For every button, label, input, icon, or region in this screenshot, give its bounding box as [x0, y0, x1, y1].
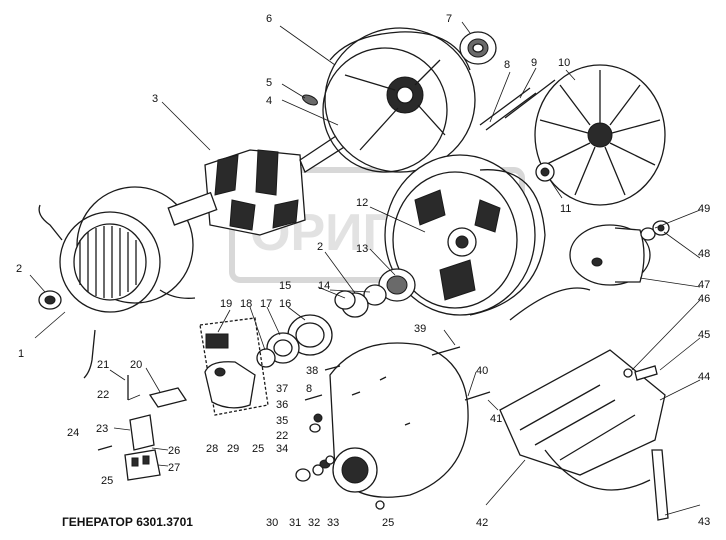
label-48: 48 [698, 248, 710, 260]
label-16: 16 [279, 298, 291, 310]
part-voltage-regulator [97, 375, 188, 481]
label-10: 10 [558, 57, 570, 69]
label-32: 32 [308, 517, 320, 529]
label-41: 41 [490, 413, 502, 425]
label-25a: 25 [101, 475, 113, 487]
label-34: 34 [276, 443, 288, 455]
label-27: 27 [168, 462, 180, 474]
label-36: 36 [276, 399, 288, 411]
label-29: 29 [227, 443, 239, 455]
label-18: 18 [240, 298, 252, 310]
label-6: 6 [266, 13, 272, 25]
diagram-title: ГЕНЕРАТОР 6301.3701 [62, 515, 193, 529]
label-31: 31 [289, 517, 301, 529]
label-9: 9 [531, 57, 537, 69]
watermark-logo: ОРИГ [229, 167, 525, 283]
label-35: 35 [276, 415, 288, 427]
label-25c: 25 [382, 517, 394, 529]
part-number-labels: 2 1 3 4 5 6 7 8 9 10 11 12 2 13 14 15 16… [16, 13, 710, 529]
label-40: 40 [476, 365, 488, 377]
label-7: 7 [446, 13, 452, 25]
label-14: 14 [318, 280, 330, 292]
label-44: 44 [698, 371, 710, 383]
label-24: 24 [67, 427, 79, 439]
part-fasteners [295, 346, 491, 510]
part-bracket-bolts [623, 365, 669, 521]
label-37: 37 [276, 383, 288, 395]
label-5: 5 [266, 77, 272, 89]
label-33: 33 [327, 517, 339, 529]
part-mounting-bracket [499, 287, 666, 491]
label-12: 12 [356, 197, 368, 209]
label-22a: 22 [97, 389, 109, 401]
part-rear-cover [329, 342, 469, 498]
label-22b: 22 [276, 430, 288, 442]
part-bearing-ring [38, 290, 62, 310]
label-47: 47 [698, 279, 710, 291]
label-43: 43 [698, 516, 710, 528]
label-4: 4 [266, 95, 272, 107]
label-8a: 8 [504, 59, 510, 71]
part-stator [38, 186, 196, 379]
label-20: 20 [130, 359, 142, 371]
label-3: 3 [152, 93, 158, 105]
label-17: 17 [260, 298, 272, 310]
part-brush-holder [199, 317, 269, 416]
label-15: 15 [279, 280, 291, 292]
part-rectifier-housing [384, 154, 546, 316]
part-rotor [167, 129, 353, 236]
part-front-cover [322, 27, 476, 173]
label-23: 23 [96, 423, 108, 435]
label-19: 19 [220, 298, 232, 310]
label-11: 11 [560, 203, 571, 215]
part-pulley [569, 220, 670, 286]
label-39: 39 [414, 323, 426, 335]
label-1-pos-2a: 2 [16, 263, 22, 275]
label-30: 30 [266, 517, 278, 529]
part-rear-bearing-stack [334, 268, 416, 318]
label-21: 21 [97, 359, 109, 371]
label-25b: 25 [252, 443, 264, 455]
label-1: 1 [18, 348, 24, 360]
label-2b: 2 [317, 241, 323, 253]
leader-lines [29, 21, 701, 516]
label-28: 28 [206, 443, 218, 455]
part-bearing-front [459, 31, 497, 65]
label-45: 45 [698, 329, 710, 341]
part-fan [534, 64, 666, 206]
label-13: 13 [356, 243, 368, 255]
label-46: 46 [698, 293, 710, 305]
label-42: 42 [476, 517, 488, 529]
label-8b: 8 [306, 383, 312, 395]
part-fan-spacer [535, 162, 555, 182]
part-seals [256, 314, 333, 368]
label-38: 38 [306, 365, 318, 377]
label-49: 49 [698, 203, 710, 215]
label-26: 26 [168, 445, 180, 457]
